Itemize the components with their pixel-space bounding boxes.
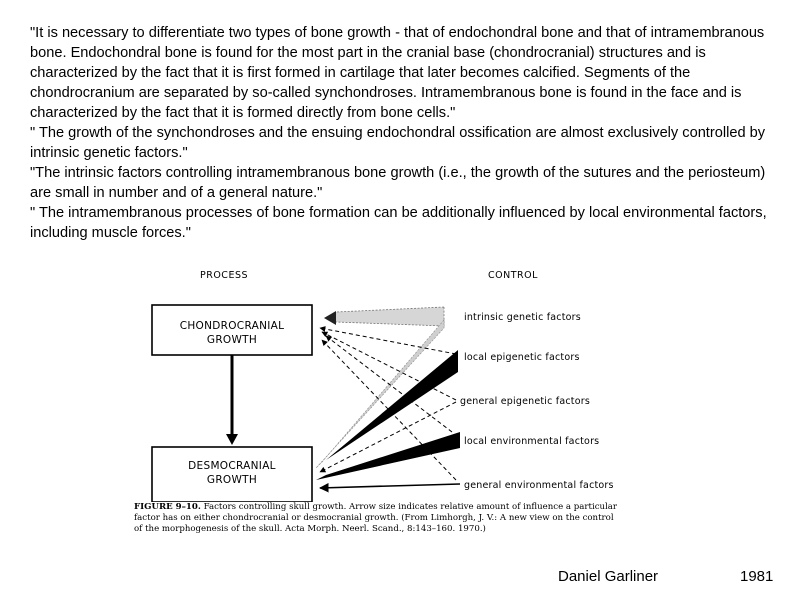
quote-paragraph-2: " The growth of the synchondroses and th… <box>30 125 766 161</box>
process-arrowhead <box>226 434 238 445</box>
figure-caption: FIGURE 9–10. Factors controlling skull g… <box>134 502 624 536</box>
factor-general-environmental: general environmental factors <box>464 480 614 491</box>
quote-paragraph-4: " The intramembranous processes of bone … <box>30 205 767 241</box>
quote-paragraph-1: "It is necessary to differentiate two ty… <box>30 25 765 121</box>
control-diagram <box>151 304 461 502</box>
desmocranial-growth-box <box>151 446 313 502</box>
intrinsic-genetic-to-chondro-arrow <box>325 306 445 327</box>
general-epigenetic-to-chondro-arrow <box>321 331 457 401</box>
desmocranial-line-1: DESMOCRANIAL <box>188 460 276 472</box>
general-epigenetic-to-desmo-arrow <box>319 401 457 473</box>
figure-caption-text: Factors controlling skull growth. Arrow … <box>134 502 618 535</box>
quote-paragraph-3: "The intrinsic factors controlling intra… <box>30 165 766 201</box>
figure-caption-label: FIGURE 9–10. <box>134 502 201 512</box>
factor-general-epigenetic: general epigenetic factors <box>460 396 590 407</box>
author-name: Daniel Garliner <box>558 568 659 585</box>
chondrocranial-line-2: GROWTH <box>206 334 258 346</box>
intrinsic-genetic-arrowhead <box>324 311 336 325</box>
general-environmental-to-desmo-arrow <box>319 482 461 493</box>
process-header: PROCESS <box>200 270 249 281</box>
desmocranial-line-2: GROWTH <box>206 474 258 486</box>
chondrocranial-growth-label: CHONDROCRANIAL GROWTH <box>152 319 312 347</box>
factor-intrinsic-genetic: intrinsic genetic factors <box>464 312 581 323</box>
publication-year: 1981 <box>740 568 774 585</box>
local-environmental-to-chondro-arrow <box>325 335 453 433</box>
local-epigenetic-to-chondro-arrow <box>319 326 457 355</box>
factor-local-environmental: local environmental factors <box>464 436 600 447</box>
local-environmental-to-desmo-arrow <box>316 432 460 480</box>
desmocranial-growth-label: DESMOCRANIAL GROWTH <box>152 459 312 487</box>
quote-text: "It is necessary to differentiate two ty… <box>30 23 790 243</box>
control-header: CONTROL <box>488 270 538 281</box>
skull-growth-figure: PROCESS CONTROL CHONDROCRANIAL GROWTH DE… <box>126 262 646 572</box>
factor-local-epigenetic: local epigenetic factors <box>464 352 580 363</box>
chondrocranial-line-1: CHONDROCRANIAL <box>179 320 285 332</box>
general-environmental-to-chondro-arrow <box>321 339 457 481</box>
